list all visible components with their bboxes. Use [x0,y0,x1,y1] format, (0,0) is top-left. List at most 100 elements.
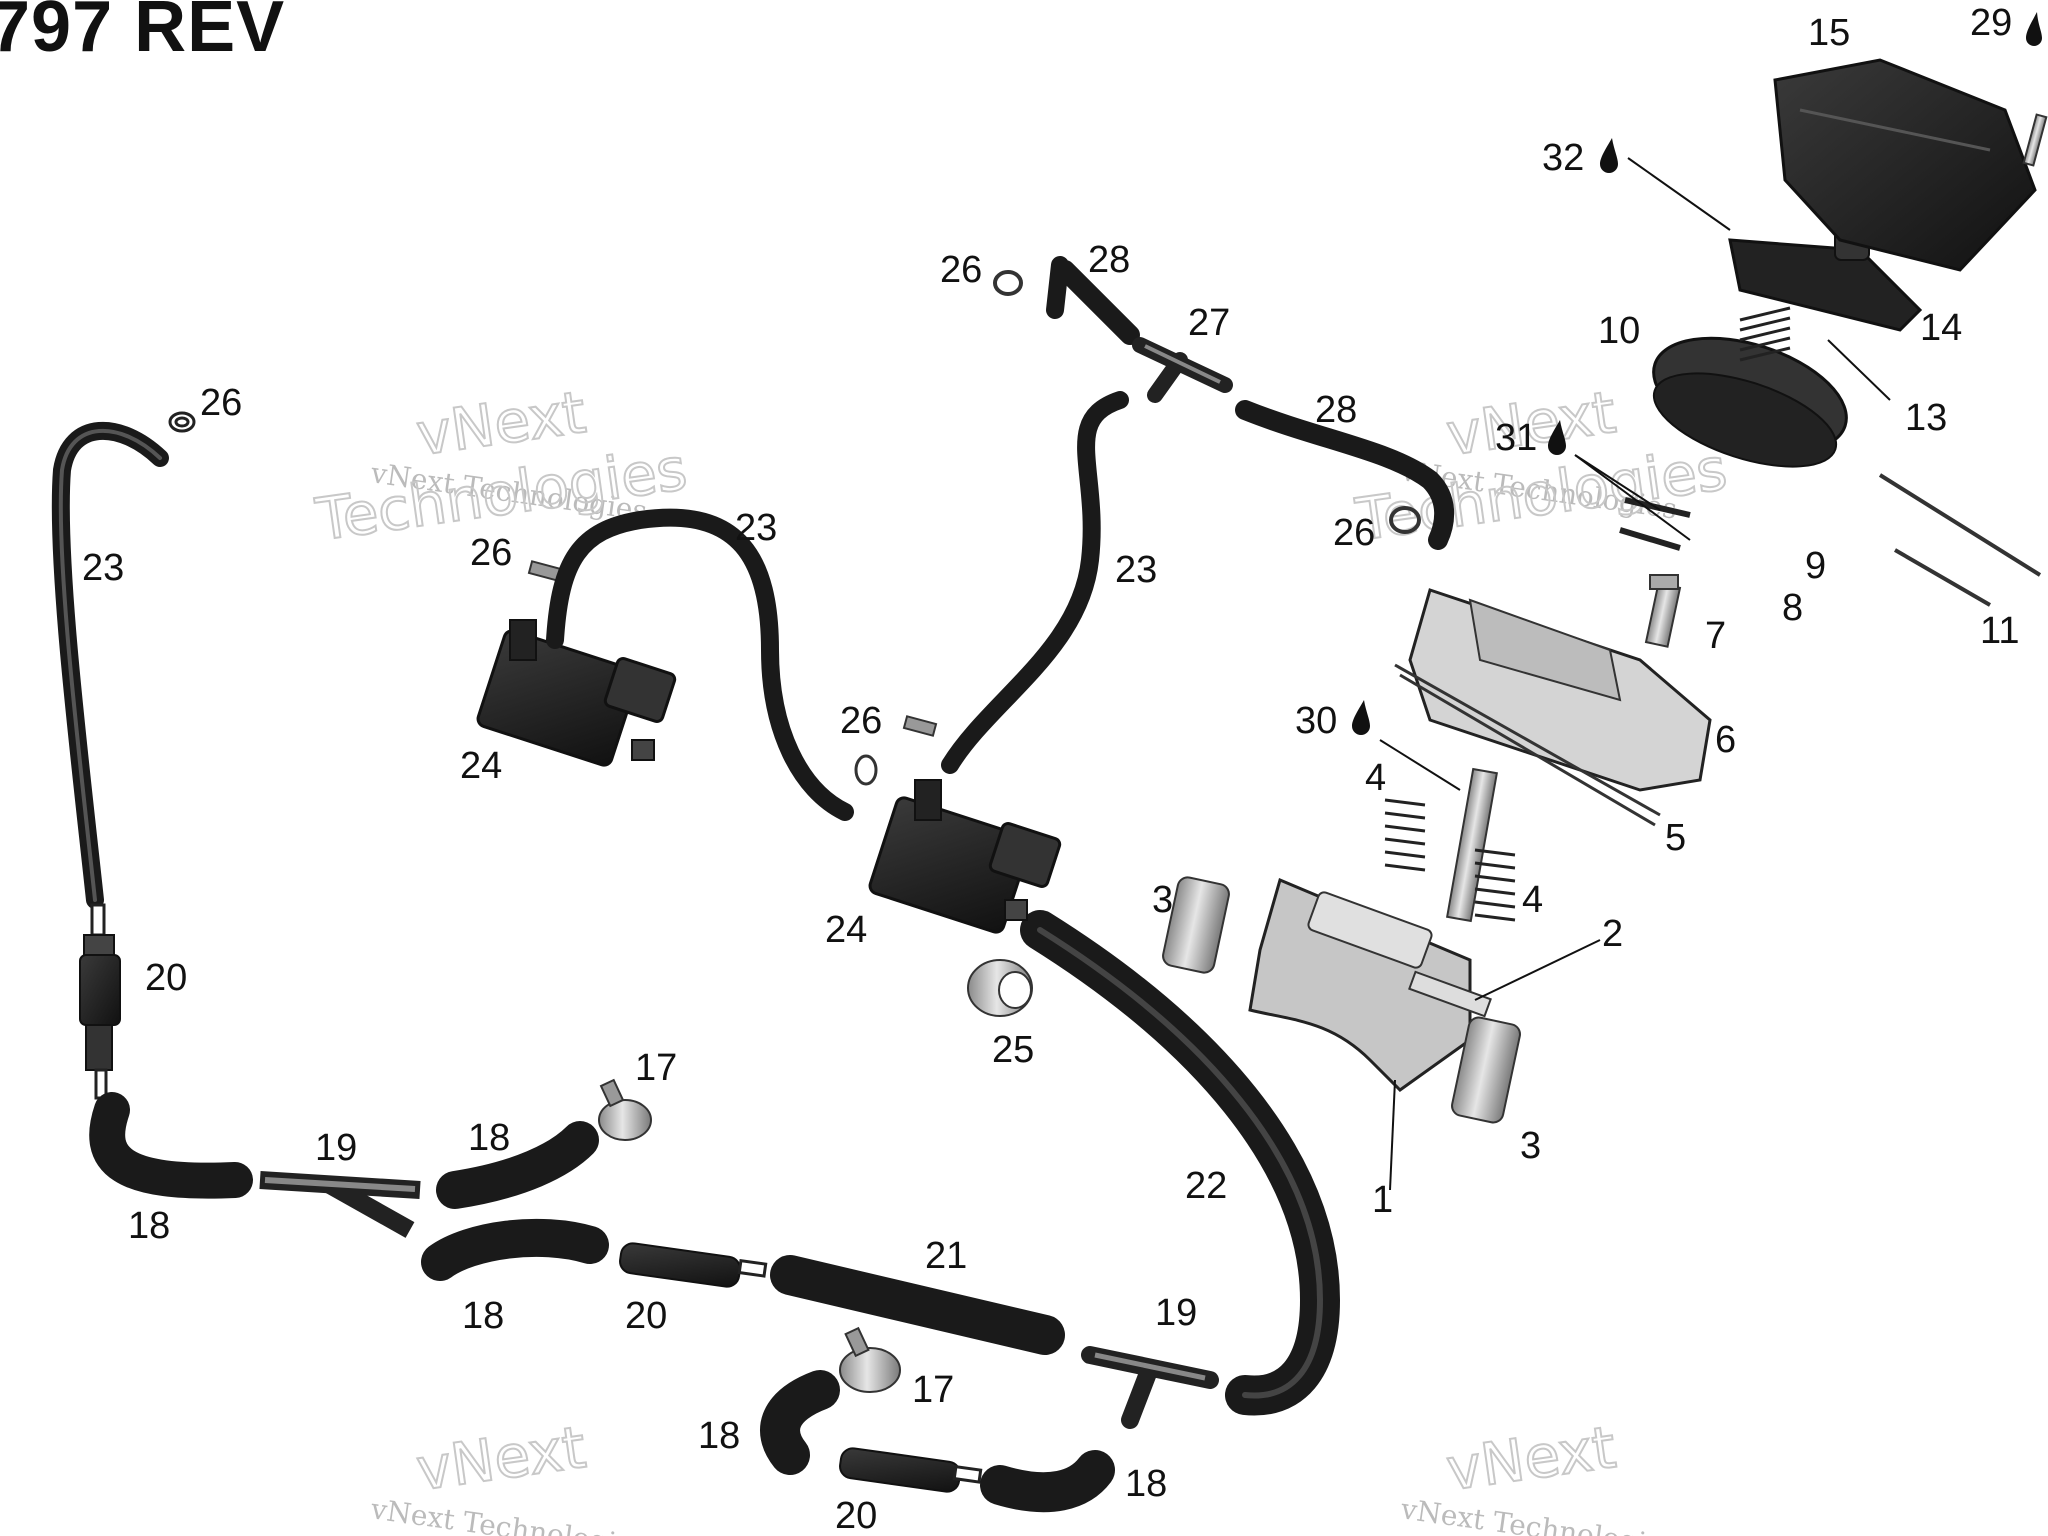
clamp-17-upper [598,1078,652,1141]
solenoid-24-center [868,779,1062,934]
callout-29: 29 [1970,2,2012,44]
diaphragm-10 [1652,336,1848,468]
gasket-5 [1394,663,1661,827]
hose-18-bottom-elbow [760,1370,840,1475]
check-valve-20-mid [619,1242,768,1288]
clamp-26-top [993,270,1023,296]
stem-30 [1446,767,1498,923]
hose-28-right [1235,400,1455,550]
housing-15 [1773,58,2037,272]
callout-18: 18 [698,1415,740,1457]
callout-4: 4 [1522,879,1543,921]
drop-icon [1548,420,1566,455]
tee-fitting-19-right [1081,1346,1219,1429]
clamp-25 [967,959,1033,1017]
hose-22 [1020,910,1341,1416]
callout-18: 18 [1125,1463,1167,1505]
callout-9: 9 [1805,545,1826,587]
callout-23: 23 [1115,549,1157,591]
callout-26: 26 [470,532,512,574]
drop-icon [2026,12,2042,46]
callout-10: 10 [1598,310,1640,352]
watermark-text: vNext [1442,1413,1619,1504]
clamp-26-left [168,411,196,433]
callout-18: 18 [462,1295,504,1337]
drop-icon [1352,700,1370,735]
callout-19: 19 [1155,1292,1197,1334]
clamp-26-right [1389,506,1421,534]
leader-lines [1379,157,1891,1191]
callout-7: 7 [1705,615,1726,657]
check-valve-20-bottom [839,1447,983,1493]
callout-21: 21 [925,1235,967,1277]
callout-22: 22 [1185,1165,1227,1207]
valve-block-1 [1248,877,1492,1092]
hose-18-lower [421,1218,609,1281]
callout-30: 30 [1295,700,1337,742]
callout-28: 28 [1088,239,1130,281]
callout-1: 1 [1372,1179,1393,1221]
callout-25: 25 [992,1029,1034,1071]
callout-20: 20 [145,957,187,999]
callout-5: 5 [1665,817,1686,859]
callout-3: 3 [1520,1125,1541,1167]
valve-cover-6 [1408,588,1712,792]
callout-23: 23 [735,507,777,549]
callout-13: 13 [1905,397,1947,439]
callout-15: 15 [1808,12,1850,54]
callout-18: 18 [468,1117,510,1159]
callout-24: 24 [460,745,502,787]
solenoid-24-upper [476,619,677,767]
diagram-title: 797 REV [0,0,286,67]
callout-27: 27 [1188,302,1230,344]
springs-4 [1384,798,1516,922]
callout-26: 26 [840,700,882,742]
hose-23-right [941,391,1129,774]
o-rings-11 [1878,473,2042,607]
hose-18-lower-left [89,1092,253,1199]
spring-13 [1739,306,1791,362]
callout-3: 3 [1152,879,1173,921]
callout-20: 20 [625,1295,667,1337]
callout-23: 23 [82,547,124,589]
hose-18-upper [436,1121,599,1209]
callout-28: 28 [1315,389,1357,431]
callout-11: 11 [1980,610,2019,652]
callouts: 1 2 3 3 4 4 5 6 7 8 9 10 11 13 14 15 17 … [82,2,2019,1536]
screw-29 [2022,113,2048,167]
callout-20: 20 [835,1495,877,1536]
clamp-26-center [854,715,938,786]
drop-icons [1352,12,2042,735]
callout-14: 14 [1920,307,1962,349]
hose-21 [770,1255,1065,1355]
watermark-text: vNext Technologies [1398,1492,1679,1536]
watermark: vNext Technologies vNext Technologies vN… [310,377,1731,1536]
callout-31: 31 [1495,417,1537,459]
check-valve-20-left [79,903,121,1100]
callout-8: 8 [1782,587,1803,629]
callout-4: 4 [1365,757,1386,799]
callout-24: 24 [825,909,867,951]
hose-28-upper [1046,256,1140,345]
callout-17: 17 [912,1369,954,1411]
callout-32: 32 [1542,137,1584,179]
hose-23-mid [546,508,854,821]
callout-6: 6 [1715,719,1736,761]
hose-18-bottom-right [980,1450,1115,1513]
sleeve-3-right [1451,1016,1521,1124]
callout-26: 26 [940,249,982,291]
callout-26: 26 [200,382,242,424]
callout-19: 19 [315,1127,357,1169]
tee-fitting-27 [1132,337,1233,403]
bolt-7 [1644,574,1682,648]
sleeve-3-left [1162,876,1230,974]
callout-17: 17 [635,1047,677,1089]
watermark-text: vNext [412,1413,589,1504]
callout-26: 26 [1333,512,1375,554]
callout-2: 2 [1602,913,1623,955]
y-fitting-19-left [259,1171,421,1238]
hose-23-left [51,421,169,909]
watermark-text: vNext Technologies [368,1492,649,1536]
